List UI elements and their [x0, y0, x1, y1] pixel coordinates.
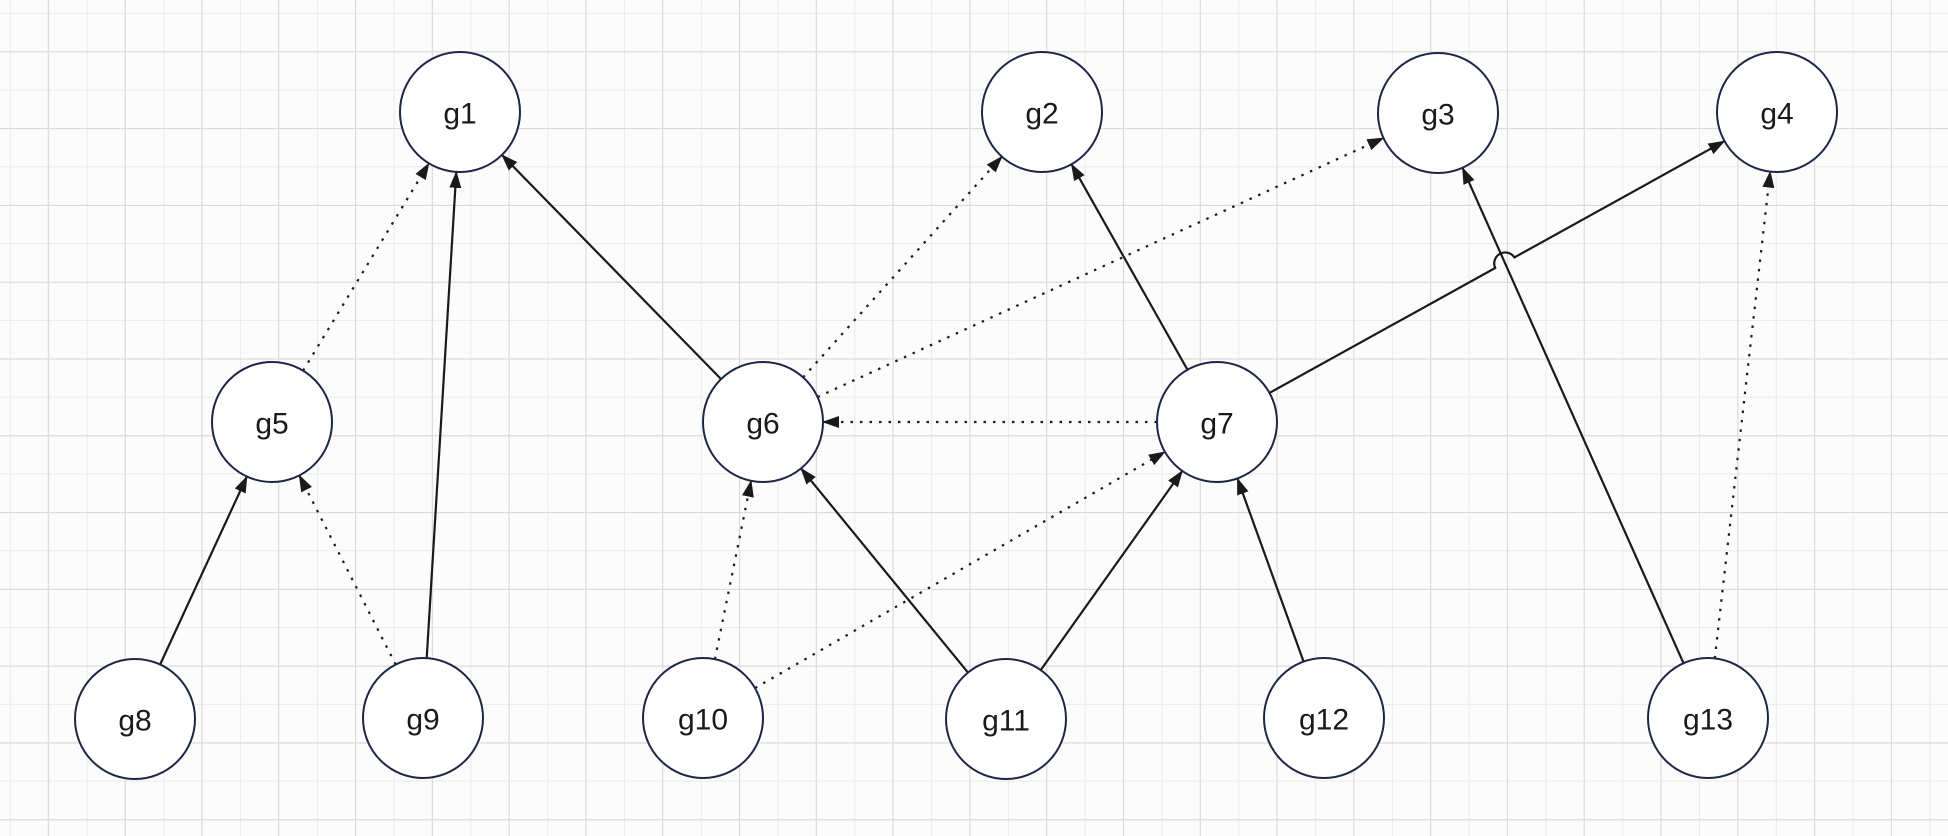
edge-g7-g2[interactable] — [1070, 163, 1189, 371]
edge-g5-g1[interactable] — [302, 162, 430, 372]
node-g3[interactable]: g3 — [1377, 52, 1499, 174]
node-shape[interactable] — [945, 658, 1067, 780]
edge-g9-g5[interactable] — [298, 474, 397, 666]
node-g9[interactable]: g9 — [362, 657, 484, 779]
node-shape[interactable] — [211, 361, 333, 483]
node-shape[interactable] — [362, 657, 484, 779]
edge-g12-g7[interactable] — [1236, 477, 1305, 662]
node-g13[interactable]: g13 — [1647, 657, 1769, 779]
node-shape[interactable] — [1156, 361, 1278, 483]
node-g4[interactable]: g4 — [1716, 51, 1838, 173]
node-g10[interactable]: g10 — [642, 657, 764, 779]
node-shape[interactable] — [1716, 51, 1838, 173]
node-shape[interactable] — [702, 361, 824, 483]
node-g1[interactable]: g1 — [399, 51, 521, 173]
edge-g8-g5[interactable] — [159, 475, 248, 665]
node-shape[interactable] — [1263, 657, 1385, 779]
node-shape[interactable] — [1647, 657, 1769, 779]
edge-g7-g4[interactable] — [1268, 140, 1726, 394]
node-shape[interactable] — [981, 51, 1103, 173]
edge-g13-g3[interactable] — [1461, 166, 1685, 664]
edge-g13-g4[interactable] — [1713, 170, 1775, 659]
node-g8[interactable]: g8 — [74, 658, 196, 780]
edge-g6-g3[interactable] — [817, 136, 1385, 399]
edge-g6-g1[interactable] — [501, 154, 722, 380]
node-g5[interactable]: g5 — [211, 361, 333, 483]
edge-g9-g1[interactable] — [425, 170, 462, 659]
edge-g10-g6[interactable] — [713, 479, 754, 660]
edge-g11-g6[interactable] — [800, 467, 969, 674]
node-shape[interactable] — [399, 51, 521, 173]
edge-g11-g7[interactable] — [1039, 470, 1184, 671]
node-g6[interactable]: g6 — [702, 361, 824, 483]
edge-g6-g2[interactable] — [802, 155, 1003, 379]
node-g2[interactable]: g2 — [981, 51, 1103, 173]
node-g7[interactable]: g7 — [1156, 361, 1278, 483]
node-g12[interactable]: g12 — [1263, 657, 1385, 779]
node-shape[interactable] — [74, 658, 196, 780]
node-shape[interactable] — [1377, 52, 1499, 174]
node-g11[interactable]: g11 — [945, 658, 1067, 780]
node-shape[interactable] — [642, 657, 764, 779]
